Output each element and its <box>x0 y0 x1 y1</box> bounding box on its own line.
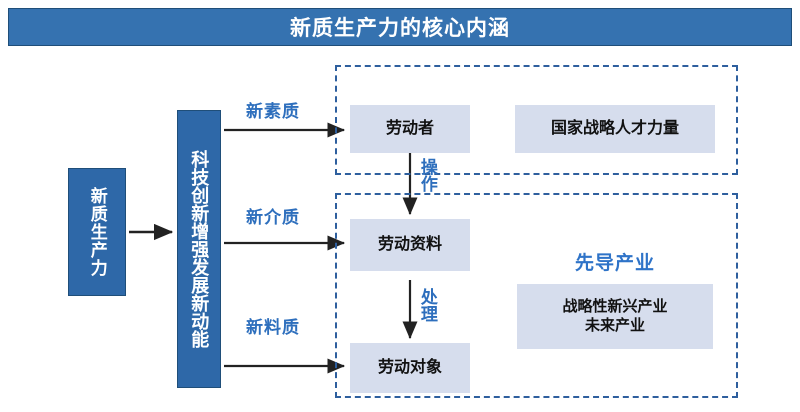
page-title: 新质生产力的核心内涵 <box>290 17 510 40</box>
node-box-pilot-industries[interactable]: 战略性新兴产业 未来产业 <box>517 284 713 349</box>
group-container-bottom <box>335 193 738 398</box>
arrow-label-new-quality: 新素质 <box>246 102 300 121</box>
connector-label-operate: 操作 <box>417 158 437 192</box>
industries-line-2: 未来产业 <box>584 316 645 334</box>
node-box-object-of-labor[interactable]: 劳动对象 <box>350 343 470 393</box>
connector-label-process: 处理 <box>417 288 437 322</box>
page-title-bar: 新质生产力的核心内涵 <box>8 8 792 46</box>
node-box-worker[interactable]: 劳动者 <box>350 105 470 153</box>
arrow-label-new-material: 新料质 <box>246 318 300 337</box>
driver-box-sci-tech-innovation[interactable]: 科技创新增强发展新动能 <box>177 110 221 388</box>
node-box-means-of-labor[interactable]: 劳动资料 <box>350 219 470 271</box>
arrow-label-new-medium: 新介质 <box>246 208 300 227</box>
node-box-national-strategic-talent[interactable]: 国家战略人才力量 <box>515 105 715 153</box>
group-container-top <box>335 65 738 175</box>
industries-line-1: 战略性新兴产业 <box>562 297 668 315</box>
section-heading-pilot-industries: 先导产业 <box>574 253 655 274</box>
source-box-new-quality-productivity[interactable]: 新质生产力 <box>68 168 126 296</box>
